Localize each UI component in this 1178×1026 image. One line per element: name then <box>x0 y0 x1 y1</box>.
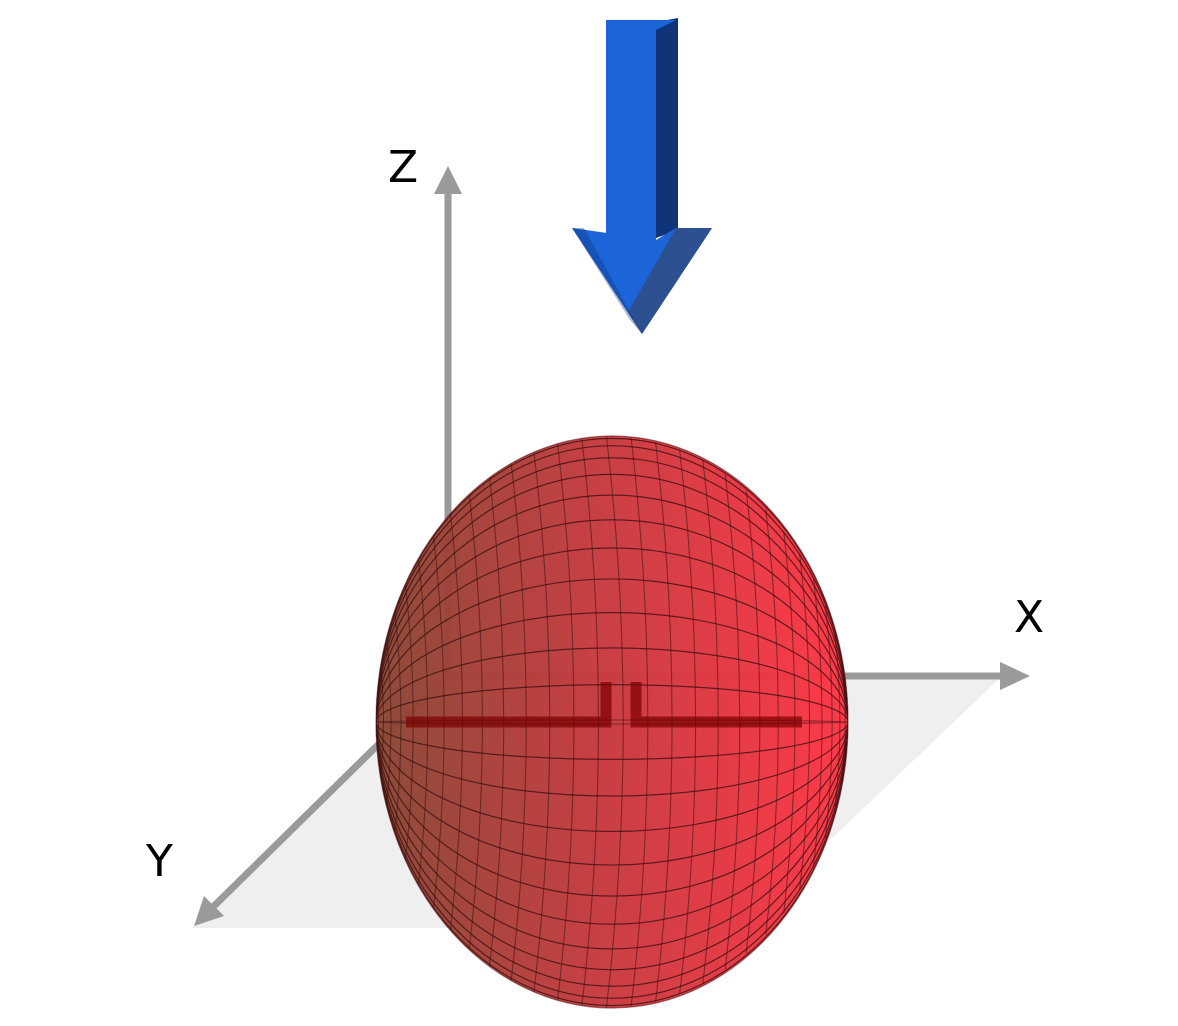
x-axis-label: X <box>1014 592 1044 643</box>
mesh-meridian <box>376 547 848 897</box>
sphere-outline <box>375 435 849 1009</box>
z-axis-arrowhead <box>434 166 462 194</box>
mesh-latitude <box>799 553 811 891</box>
mesh-meridian <box>376 519 848 925</box>
incident-direction-arrow <box>572 18 712 334</box>
sphere-mesh-grid <box>376 436 848 1008</box>
mesh-meridian <box>376 457 848 987</box>
mesh-latitude <box>385 633 392 811</box>
mesh-meridian <box>376 719 848 725</box>
arrow-head-shade <box>572 228 642 334</box>
dipole-left-arm <box>406 682 612 728</box>
mesh-latitude <box>605 436 624 1008</box>
z-axis-label: Z <box>388 142 418 193</box>
mesh-latitude <box>841 662 846 782</box>
arrow-shaft-front <box>606 20 676 240</box>
y-axis-arrowhead <box>194 896 224 926</box>
mesh-meridian <box>376 578 848 866</box>
dipole-right-arm <box>630 682 802 728</box>
mesh-meridian <box>376 684 848 760</box>
mesh-meridian <box>376 437 848 1007</box>
mesh-latitude <box>834 633 841 811</box>
mesh-latitude <box>824 605 833 839</box>
arrow-shaft-side <box>656 18 678 238</box>
radiation-pattern-sphere <box>375 435 849 1009</box>
arrow-head-side <box>628 228 712 334</box>
sphere-surface <box>376 436 848 1008</box>
mesh-meridian <box>376 612 848 832</box>
mesh-meridian <box>376 445 848 999</box>
mesh-latitude <box>379 662 385 782</box>
mesh-meridian <box>376 647 848 797</box>
y-axis-label: Y <box>145 836 173 887</box>
x-axis-arrowhead <box>1000 662 1030 690</box>
mesh-latitude <box>393 605 402 839</box>
mesh-latitude <box>813 578 823 866</box>
dipole-antenna <box>406 682 802 728</box>
mesh-meridian <box>376 494 848 950</box>
mesh-meridian <box>376 473 848 971</box>
